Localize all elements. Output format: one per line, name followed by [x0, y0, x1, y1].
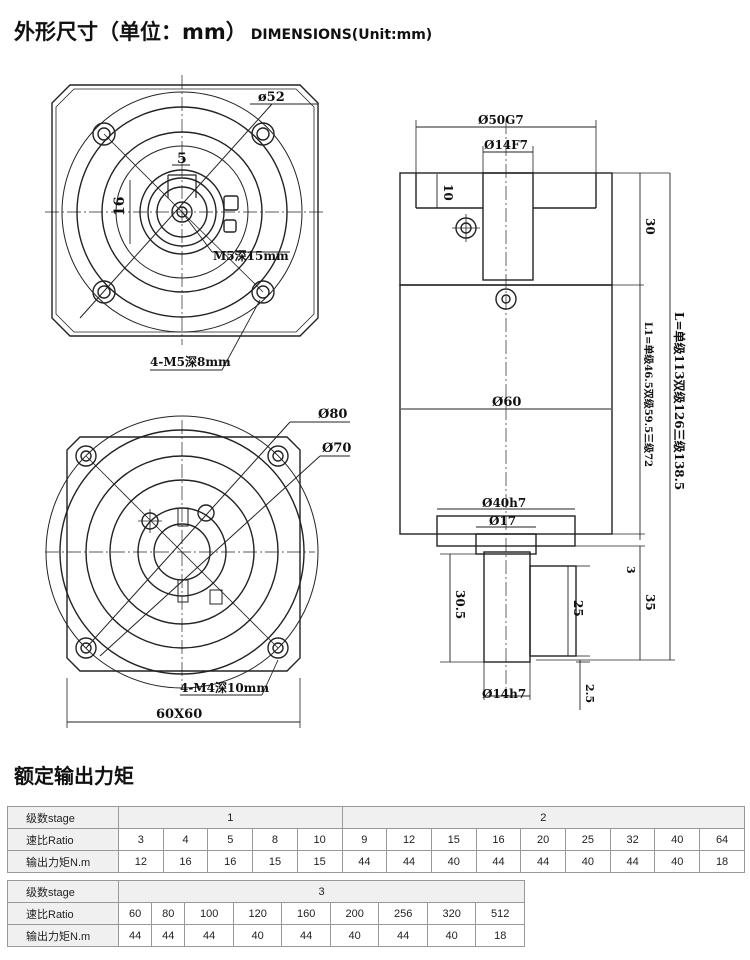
torque-cell: 40 [329, 924, 380, 947]
ratio-cell: 40 [654, 828, 701, 851]
side-view [399, 120, 675, 710]
output-flange-view [45, 415, 350, 728]
torque-cell: 16 [162, 850, 209, 873]
dim-d52: ø52 [258, 90, 285, 105]
ratio-cell: 16 [475, 828, 522, 851]
title-cn: 外形尺寸（单位：mm） [14, 20, 247, 44]
torque-cell: 44 [475, 850, 522, 873]
torque-cell: 44 [341, 850, 388, 873]
title-en: DIMENSIONS(Unit:mm) [250, 27, 433, 43]
ratio-cell: 512 [475, 902, 525, 925]
torque-cell: 40 [426, 924, 477, 947]
row-label-stage: 级数stage [7, 880, 119, 903]
torque-cell: 15 [252, 850, 298, 873]
torque-cell: 40 [565, 850, 611, 873]
dim-35: 35 [643, 594, 657, 611]
ratio-cell: 200 [329, 902, 380, 925]
row-label-ratio: 速比Ratio [7, 902, 119, 925]
torque-cell: 16 [207, 850, 254, 873]
ratio-cell: 12 [386, 828, 432, 851]
dim-d14f7: Ø14F7 [484, 138, 528, 152]
dim-16: 16 [112, 197, 128, 216]
dim-length-l: L=单级113双级126三级138.5 [672, 312, 687, 490]
stage-cell: 1 [118, 806, 343, 829]
row-label-ratio: 速比Ratio [7, 828, 119, 851]
torque-cell: 44 [281, 924, 331, 947]
dim-d70: Ø70 [322, 441, 351, 456]
dim-3: 3 [624, 566, 637, 574]
dimension-drawing: ø52 5 16 M5深15mm 4-M5深8mm Ø80 Ø70 4-M4深1… [45, 75, 687, 728]
row-label-stage: 级数stage [7, 806, 119, 829]
dim-30-5: 30.5 [453, 590, 467, 619]
torque-cell: 40 [654, 850, 701, 873]
ratio-cell: 160 [281, 902, 331, 925]
torque-cell: 44 [151, 924, 186, 947]
torque-cell: 40 [232, 924, 283, 947]
ratio-cell: 3 [118, 828, 164, 851]
torque-cell: 44 [386, 850, 432, 873]
torque-cell: 40 [430, 850, 477, 873]
torque-cell: 44 [184, 924, 234, 947]
ratio-cell: 20 [520, 828, 567, 851]
row-label-torque: 输出力矩N.m [7, 850, 119, 873]
dim-30: 30 [643, 218, 657, 235]
torque-cell: 44 [378, 924, 428, 947]
ratio-cell: 4 [162, 828, 209, 851]
ratio-cell: 120 [232, 902, 283, 925]
dim-25: 25 [571, 600, 585, 617]
dim-m4-10: 4-M4深10mm [180, 680, 269, 695]
ratio-cell: 10 [296, 828, 343, 851]
dim-d60: Ø60 [492, 395, 521, 410]
dim-2-5: 2.5 [583, 684, 596, 703]
torque-cell: 18 [699, 850, 745, 873]
torque-cell: 44 [520, 850, 567, 873]
torque-cell: 44 [609, 850, 656, 873]
ratio-cell: 64 [699, 828, 745, 851]
input-flange-view [45, 75, 325, 371]
torque-cell: 44 [117, 924, 153, 947]
stage-cell: 2 [341, 806, 746, 829]
ratio-cell: 32 [609, 828, 656, 851]
dim-d80: Ø80 [318, 407, 347, 422]
ratio-cell: 8 [252, 828, 298, 851]
ratio-cell: 15 [430, 828, 477, 851]
ratio-cell: 5 [207, 828, 254, 851]
ratio-cell: 320 [426, 902, 477, 925]
dim-length-l1: L1=单级46.5双级59.5三级72 [642, 322, 655, 467]
ratio-cell: 25 [565, 828, 611, 851]
torque-cell: 18 [475, 924, 525, 947]
row-label-torque: 输出力矩N.m [7, 924, 119, 947]
ratio-cell: 100 [184, 902, 234, 925]
torque-cell: 12 [118, 850, 164, 873]
torque-cell: 15 [296, 850, 343, 873]
ratio-cell: 256 [378, 902, 428, 925]
ratio-cell: 80 [151, 902, 186, 925]
dim-d50g7: Ø50G7 [478, 113, 524, 127]
dim-d40h7: Ø40h7 [482, 496, 526, 510]
dim-10: 10 [441, 184, 455, 201]
dim-60x60: 60X60 [156, 707, 202, 722]
stage-cell: 3 [118, 880, 525, 903]
dim-5: 5 [177, 151, 187, 167]
dim-m5-15: M5深15mm [213, 248, 289, 263]
dim-d17: Ø17 [489, 514, 516, 528]
dim-m5-8: 4-M5深8mm [150, 354, 231, 369]
ratio-cell: 9 [341, 828, 388, 851]
dim-d14h7: Ø14h7 [482, 687, 526, 701]
ratio-cell: 60 [117, 902, 153, 925]
page-title: 外形尺寸（单位：mm）DIMENSIONS(Unit:mm) [14, 16, 432, 46]
torque-section-title: 额定输出力矩 [14, 764, 134, 788]
